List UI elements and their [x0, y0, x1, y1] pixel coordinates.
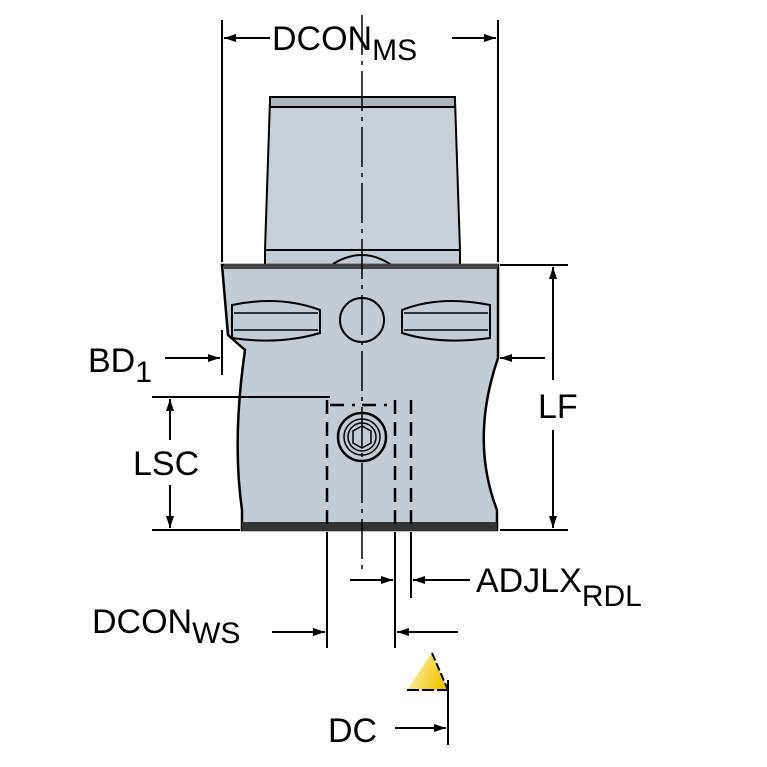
label-dcon-ms: DCONMS	[272, 20, 417, 67]
body	[220, 263, 500, 532]
slot-right	[401, 300, 491, 342]
label-dcon-ws: DCONWS	[92, 603, 240, 650]
label-bd1: BD1	[88, 342, 152, 389]
label-lsc: LSC	[133, 445, 199, 483]
slot-left	[231, 300, 321, 342]
label-dc: DC	[328, 712, 377, 750]
label-lf: LF	[538, 388, 578, 426]
label-adjlx-rdl: ADJLXRDL	[476, 562, 642, 613]
insert-tip	[407, 652, 449, 691]
